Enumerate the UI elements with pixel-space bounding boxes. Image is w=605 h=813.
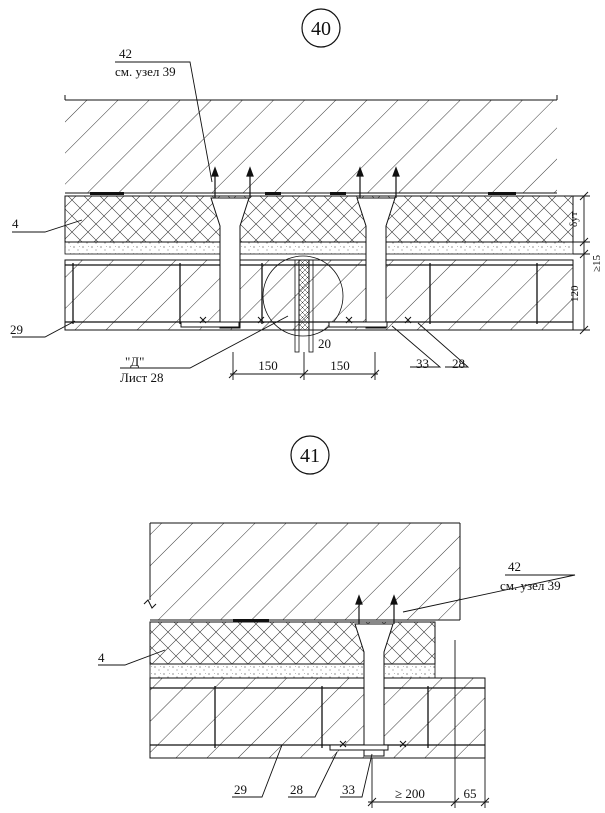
- adhesive-strips-40: [90, 192, 516, 195]
- detail-41-number: 41: [300, 445, 320, 467]
- leaders-40: [12, 61, 470, 369]
- callout-42-note-40: см. узел 39: [115, 64, 176, 79]
- callout-42-note-41: см. узел 39: [500, 578, 561, 593]
- dim-insulation-40: δут: [568, 211, 580, 227]
- insulation-layer-40: [64, 195, 574, 243]
- label-28-41: 28: [290, 782, 303, 797]
- upper-wall-41: [143, 522, 461, 621]
- slab-40: [64, 259, 574, 331]
- detail-41-marker: [290, 435, 330, 475]
- leaders-41: [98, 574, 576, 798]
- bottom-dims-40: [228, 352, 380, 380]
- label-29-40: 29: [10, 322, 23, 337]
- sand-layer-41: [149, 663, 436, 679]
- anchor-sleeves-40: [210, 197, 396, 329]
- label-29-41: 29: [234, 782, 247, 797]
- detail-40: 40: [10, 8, 603, 385]
- label-28-40: 28: [452, 356, 465, 371]
- slab-41: [149, 677, 486, 759]
- anchor-sleeve-41: [354, 623, 394, 757]
- detail-d-circle: [262, 255, 344, 337]
- dim-gap-40: ≥15: [591, 254, 603, 272]
- detail-40-number: 40: [311, 18, 331, 40]
- detail-41: 41: [98, 435, 576, 808]
- sand-layer-40: [64, 241, 574, 255]
- label-20-40: 20: [318, 336, 331, 351]
- dim-left-40: 150: [258, 358, 278, 373]
- ref-d-40: "Д": [125, 354, 144, 369]
- dowel-arrows-40: [211, 166, 400, 198]
- plate-41: [329, 744, 389, 751]
- dim-overlap-41: ≥ 200: [395, 786, 425, 801]
- dim-slab-40: 120: [569, 285, 581, 302]
- central-joint-40: [262, 255, 344, 353]
- adhesive-strip-41: [233, 619, 269, 622]
- upper-wall-40: [64, 95, 558, 194]
- callout-42-ref-41: 42: [508, 559, 521, 574]
- weld-marks-41: [339, 740, 407, 748]
- label-33-41: 33: [342, 782, 355, 797]
- weld-marks-40: [199, 316, 412, 324]
- dim-right-40: 150: [330, 358, 350, 373]
- insulation-layer-41: [149, 621, 436, 665]
- label-33-40: 33: [416, 356, 429, 371]
- dimension-chain-40: [573, 191, 590, 335]
- plates-40: [180, 321, 388, 328]
- label-4-41: 4: [98, 650, 105, 665]
- ref-sheet-40: Лист 28: [120, 370, 163, 385]
- bottom-dims-41: [367, 640, 490, 808]
- dim-end-41: 65: [464, 786, 477, 801]
- dowel-arrows-41: [355, 594, 398, 624]
- callout-42-ref-40: 42: [119, 46, 132, 61]
- detail-40-marker: [301, 8, 341, 48]
- label-4-40: 4: [12, 216, 19, 231]
